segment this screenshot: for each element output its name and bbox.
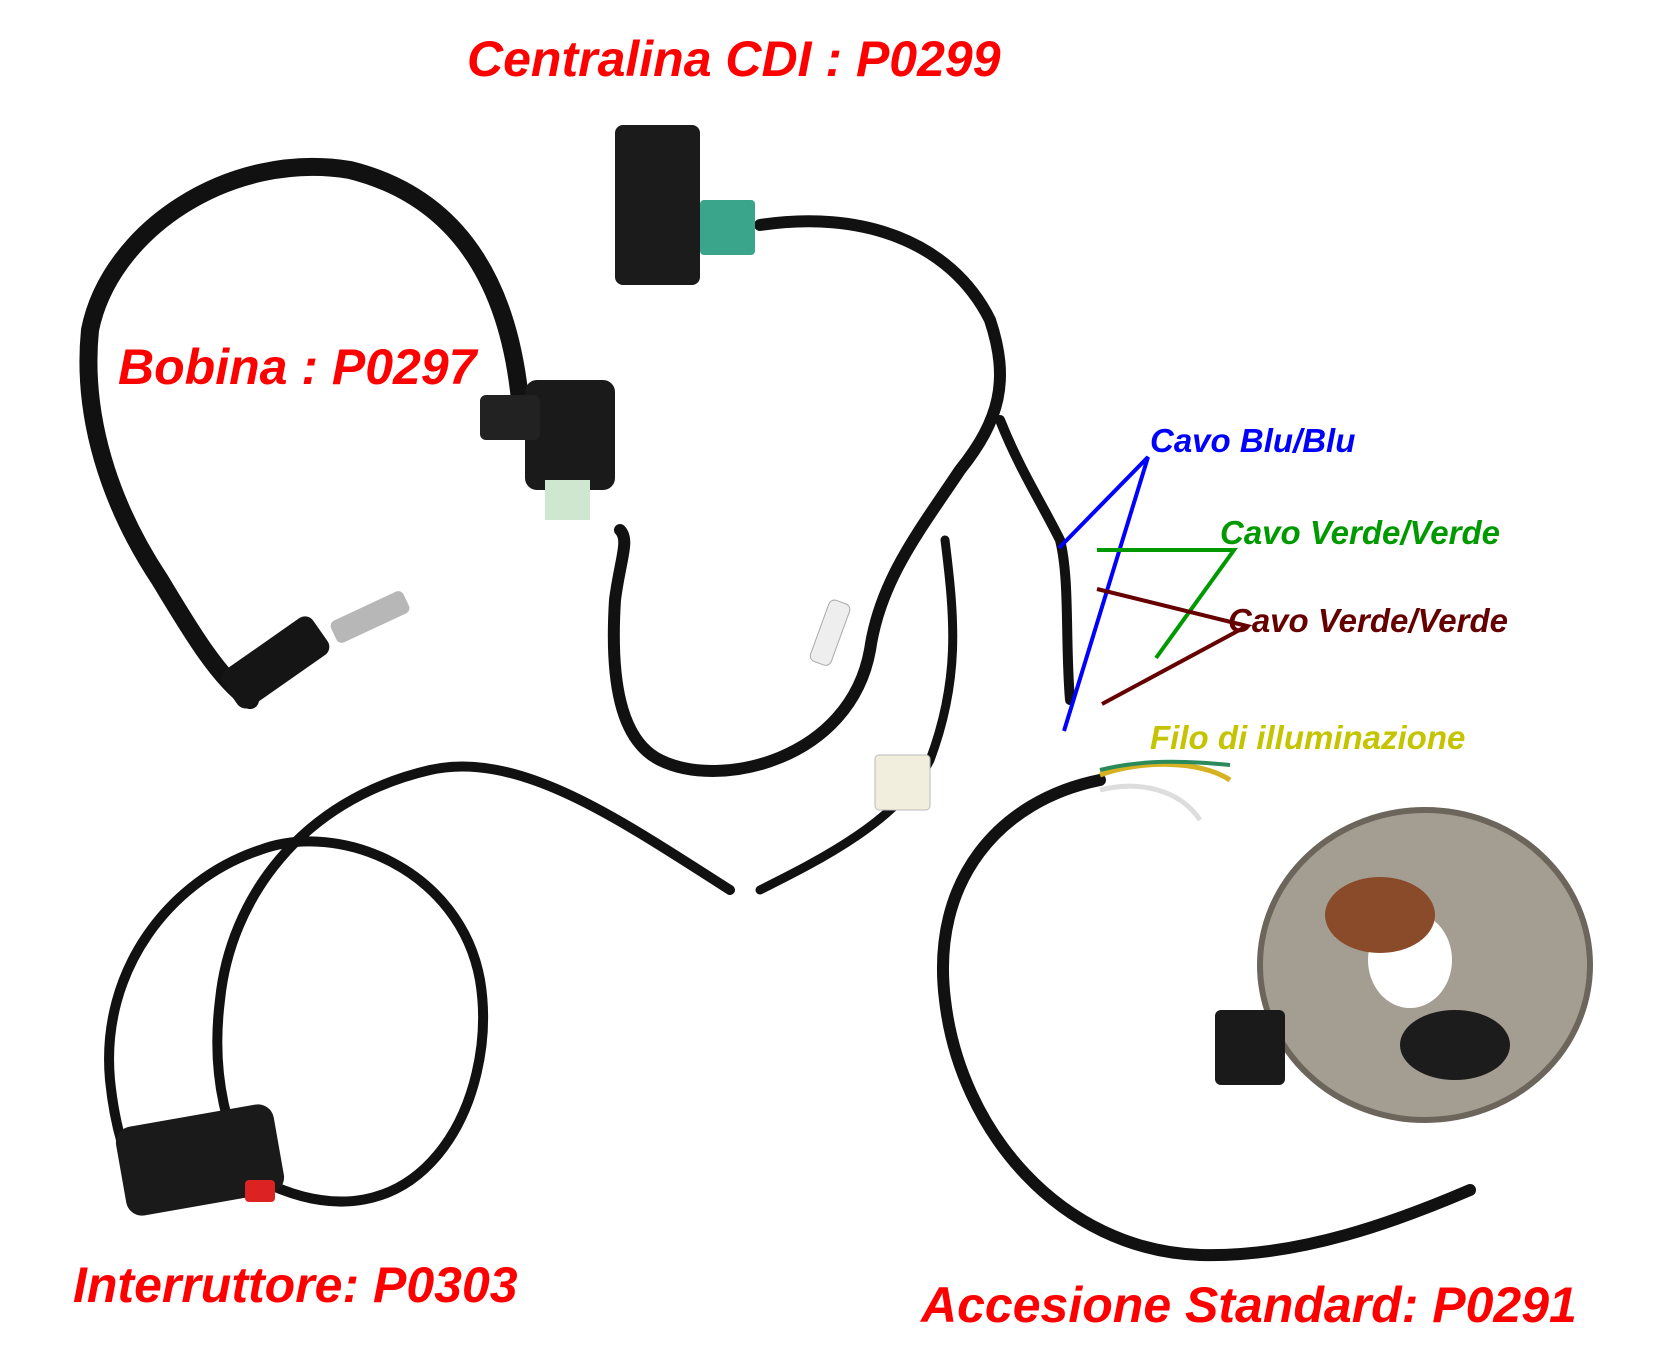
copper-coil	[1325, 877, 1435, 953]
switch-cable-loop	[104, 836, 488, 1207]
cdi-unit	[615, 125, 700, 285]
spark-plug	[330, 591, 410, 643]
spark-plug-cap	[221, 616, 330, 709]
brown-wire-label: Cavo Verde/Verde	[1228, 602, 1509, 639]
light-wire-label: Filo di illuminazione	[1150, 719, 1466, 756]
switch-label: Interruttore: P0303	[73, 1257, 518, 1313]
cdi-harness	[607, 215, 1006, 777]
brown-pointer	[1096, 587, 1253, 706]
bullet-connector	[809, 599, 851, 666]
pickup	[1215, 1010, 1285, 1085]
ignition-coil	[525, 380, 615, 490]
harness-branch-2	[755, 535, 958, 895]
coil-ht-lead	[79, 157, 529, 709]
black-coil	[1400, 1010, 1510, 1080]
blue-wire-label: Cavo Blu/Blu	[1150, 422, 1356, 459]
green-wire-label: Cavo Verde/Verde	[1220, 514, 1501, 551]
blue-pointer	[1057, 455, 1150, 732]
green-pointer	[1097, 548, 1238, 660]
stator-label: Accesione Standard: P0291	[921, 1277, 1577, 1333]
white-connector	[874, 754, 931, 811]
kill-switch	[115, 1104, 285, 1216]
coil-label: Bobina : P0297	[118, 339, 477, 395]
stator-cable	[937, 774, 1476, 1262]
harness-branch	[995, 415, 1075, 705]
cdi-connector	[700, 200, 755, 255]
switch-cable	[212, 761, 735, 1175]
cdi-label: Centralina CDI : P0299	[467, 31, 1001, 87]
